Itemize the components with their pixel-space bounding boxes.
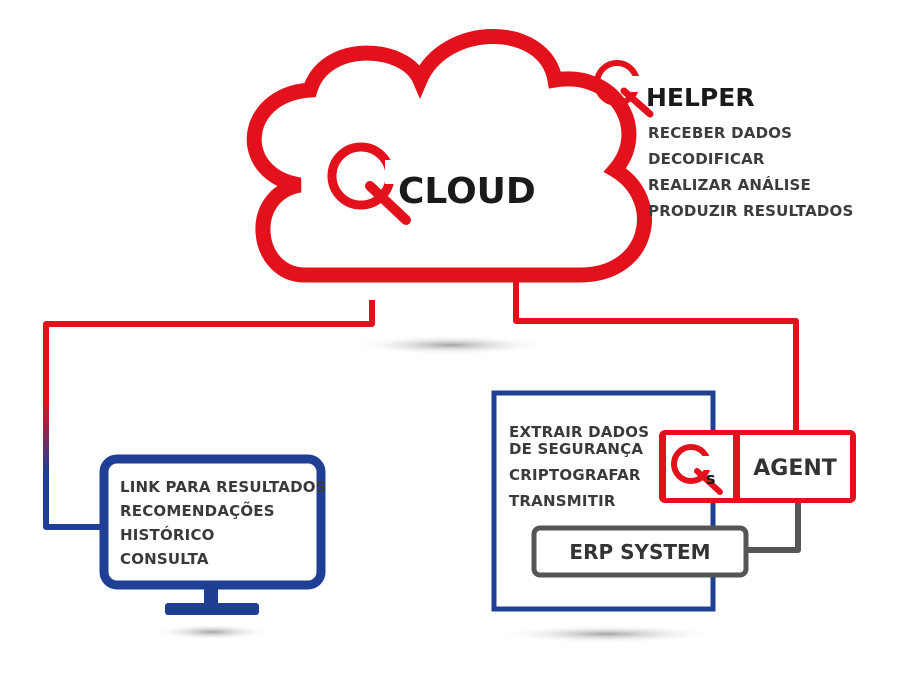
helper-q-logo-icon	[594, 60, 654, 118]
agent-box	[659, 430, 856, 503]
server-task: TRANSMITIR	[509, 492, 616, 510]
monitor-shadow	[154, 624, 270, 640]
helper-task: REALIZAR ANÁLISE	[648, 175, 811, 194]
client-item: RECOMENDAÇÕES	[120, 501, 275, 520]
client-item: LINK PARA RESULTADOS	[120, 478, 327, 496]
helper-title: HELPER	[646, 83, 755, 112]
erp-system-label: ERP SYSTEM	[569, 540, 710, 564]
helper-task: DECODIFICAR	[648, 150, 765, 168]
server-task-list: EXTRAIR DADOS DE SEGURANÇA CRIPTOGRAFAR …	[509, 423, 649, 510]
cloud-shadow	[350, 335, 550, 355]
cloud-q-logo-icon	[327, 142, 411, 225]
helper-task: PRODUZIR RESULTADOS	[648, 202, 854, 220]
erp-system-box	[531, 525, 749, 578]
monitor-base	[165, 603, 259, 615]
server-task: EXTRAIR DADOS	[509, 423, 649, 441]
agent-label-panel	[740, 435, 850, 498]
client-item: CONSULTA	[120, 550, 209, 568]
client-monitor	[99, 454, 326, 615]
agent-label: AGENT	[753, 456, 837, 481]
server-shadow	[497, 625, 717, 643]
client-item-list: LINK PARA RESULTADOS RECOMENDAÇÕES HISTÓ…	[120, 478, 327, 568]
monitor-neck	[204, 587, 218, 605]
link-cloud-to-monitor	[43, 300, 375, 530]
cloud-title: CLOUD	[398, 171, 536, 212]
agent-qs-logo-icon: s	[671, 444, 723, 495]
server-task: DE SEGURANÇA	[509, 440, 643, 458]
cloud-shape	[246, 29, 652, 283]
server-task: CRIPTOGRAFAR	[509, 466, 641, 484]
link-agent-to-erp	[748, 500, 801, 553]
link-cloud-to-agent	[513, 280, 799, 432]
agent-logo-letter: s	[706, 469, 716, 488]
helper-task-list: RECEBER DADOS DECODIFICAR REALIZAR ANÁLI…	[648, 124, 854, 220]
helper-task: RECEBER DADOS	[648, 124, 792, 142]
client-item: HISTÓRICO	[120, 525, 215, 544]
